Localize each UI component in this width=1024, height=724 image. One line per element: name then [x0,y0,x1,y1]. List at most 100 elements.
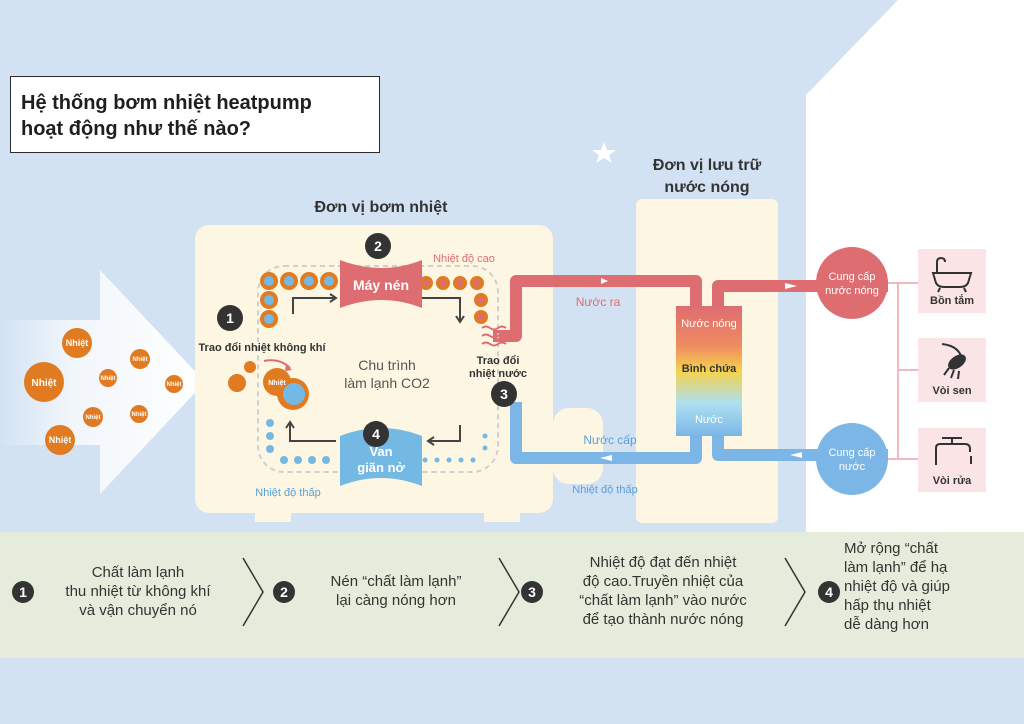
step-4-text: Mở rộng “chất làm lạnh” để hạ nhiệt độ v… [844,539,1020,634]
cold-supply-label-2: nước [839,461,866,473]
storage-unit-label-1: Đơn vị lưu trữ [653,157,762,174]
hot-water-label: Nước nóng [681,318,737,330]
star-icon [592,142,616,163]
step-2-line-1: Nén “chất làm lạnh” [330,573,462,590]
step-3-line-2: độ cao.Truyền nhiệt của [582,573,744,590]
air-heat-exchanger [228,361,309,410]
step-4-line-2: làm lạnh” để hạ [844,559,948,576]
step-1-line-2: thu nhiệt từ không khí [65,583,211,600]
high-temp-label: Nhiệt độ cao [433,253,495,265]
step-1-line-3: và vận chuyển nó [79,602,197,619]
arrow-right-icon [601,278,608,284]
fixture-shower [918,338,986,402]
water-exchange-label-1: Trao đổi [477,355,520,367]
hot-supply-circle [816,247,888,319]
house-silhouette [806,0,1024,540]
valve-label-2: giãn nở [357,460,405,475]
faucet-label: Vòi rửa [933,475,972,487]
air-exchange-label: Trao đổi nhiệt không khí [198,342,326,354]
hot-supply-label-1: Cung cấp [828,271,875,283]
arrow-left-icon [790,452,802,458]
cold-supply-label-1: Cung cấp [828,447,875,459]
diagram-badge-2: 2 [365,233,391,259]
title-line-1: Hệ thống bơm nhiệt heatpump [21,92,312,114]
step-4-line-1: Mở rộng “chất [844,540,939,557]
step-1-line-1: Chất làm lạnh [91,564,185,581]
arrow-right-icon [785,283,797,289]
fixture-faucet [918,428,986,492]
water-label: Nước [695,414,724,426]
heat-particle-label: Nhiệt [167,382,182,388]
heat-particles: Nhiệt Nhiệt Nhiệt Nhiệt Nhiệt Nhiệt Nhiệ… [24,328,183,455]
fixture-bathtub [918,249,986,313]
water-exchange-icon [481,325,507,347]
diagram-badge-2-label: 2 [374,238,382,254]
step-band [0,532,1024,658]
step-3-line-3: “chất làm lạnh” vào nước [579,592,747,609]
heat-particle-label: Nhiệt [49,435,72,445]
heat-particle-label: Nhiệt [32,378,58,389]
diagram-badge-1-label: 1 [226,310,234,326]
hot-supply-label-2: nước nóng [825,285,879,297]
storage-tank [676,306,742,436]
heat-particle-label: Nhiệt [66,338,89,348]
moon-icon [556,146,590,189]
diagram-badge-3-label: 3 [500,386,508,402]
step-3-line-4: để tạo thành nước nóng [582,611,744,628]
diagram-badge-4-label: 4 [372,426,380,442]
diagram-badge-3: 3 [491,381,517,407]
step-badge-1: 1 [12,581,34,603]
expansion-valve-shape [340,428,422,486]
faucet-icon [935,437,972,465]
heat-pump-unit [195,225,603,522]
step-chevrons [242,557,806,627]
low-temp-label: Nhiệt độ thấp [255,487,320,499]
cycle-label-2: làm lạnh CO2 [344,375,430,391]
step-badge-2: 2 [273,581,295,603]
circuit-arrows [285,293,465,446]
arrow-left-icon [600,455,612,461]
chevron-right-icon [784,557,806,627]
step-badge-4: 4 [818,581,840,603]
chevron-right-icon [498,557,520,627]
cold-supply-circle [816,423,888,495]
step-2-text: Nén “chất làm lạnh” lại càng nóng hơn [298,572,494,610]
step-3-line-1: Nhiệt độ đạt đến nhiệt [589,554,737,571]
step-2-line-2: lại càng nóng hơn [336,592,456,609]
cycle-label-1: Chu trình [358,357,416,373]
heat-particle-label: Nhiệt [101,376,116,382]
bathtub-icon [931,256,973,293]
bathtub-label: Bồn tắm [930,294,974,307]
title-line-2: hoạt động như thế nào? [21,118,251,140]
fixture-connectors [888,282,918,460]
valve-label-1: Van [369,444,392,459]
step-badge-3: 3 [521,581,543,603]
step-3-text: Nhiệt độ đạt đến nhiệt độ cao.Truyền nhi… [546,553,780,629]
exchanger-heat-label: Nhiệt [268,380,286,387]
storage-low-temp-label: Nhiệt độ thấp [572,484,637,496]
chevron-right-icon [242,557,264,627]
heat-particle-label: Nhiệt [132,412,147,418]
water-exchange-label-2: nhiệt nước [469,368,527,380]
water-in-label: Nước cấp [583,433,637,447]
heat-particle-label: Nhiệt [133,357,148,363]
diagram-badge-1: 1 [217,305,243,331]
compressor-label: Máy nén [353,277,409,293]
shower-label: Vòi sen [932,385,971,397]
water-out-label: Nước ra [576,295,621,309]
step-4-line-5: dễ dàng hơn [844,616,929,633]
compressor-shape [340,260,422,308]
title-box: Hệ thống bơm nhiệt heatpump hoạt động nh… [10,76,380,153]
flow-arrows [600,278,802,461]
diagram-badge-4: 4 [363,421,389,447]
heat-pump-unit-label: Đơn vị bơm nhiệt [315,199,449,216]
heat-particle-label: Nhiệt [86,415,101,421]
cold-refrigerant-dots [266,419,488,464]
storage-unit-label-2: nước nóng [664,179,749,196]
arrow-head-icon [285,364,292,371]
tank-label: Bình chứa [682,363,737,375]
step-4-line-3: nhiệt độ và giúp [844,578,950,595]
hot-refrigerant-dots [260,272,488,328]
step-1-text: Chất làm lạnh thu nhiệt từ không khí và … [38,563,238,620]
shower-icon [941,343,966,380]
